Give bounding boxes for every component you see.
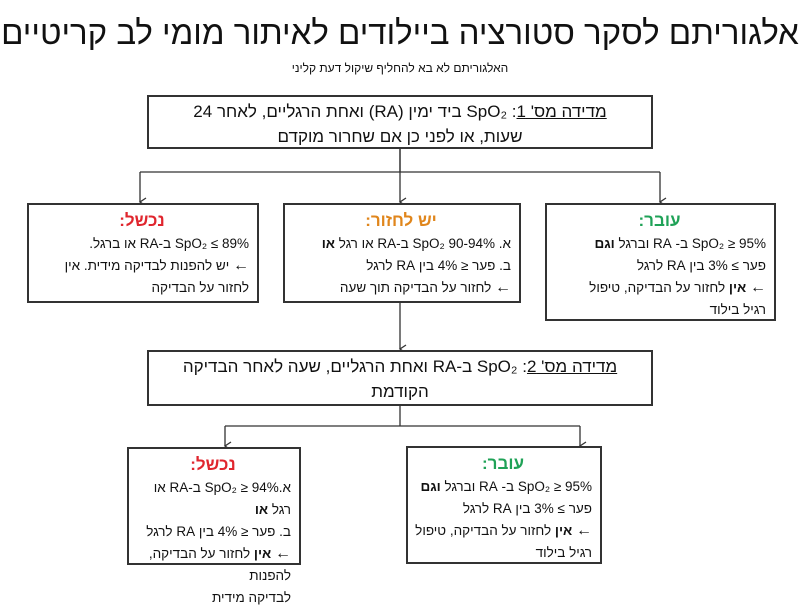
fail-2-criteria-b: ב. פער ≤ 4% בין RA לרגל: [146, 524, 291, 539]
pass-2-box: עובר: SpO₂ ≥ 95% ב- RA וברגל וגם פער ≥ 3…: [406, 446, 602, 564]
pass-2-heading: עובר:: [482, 454, 524, 473]
pass-1-action: לחזור על הבדיקה, טיפול: [589, 280, 729, 295]
fail-2-criteria-a: א.SpO₂ ≥ 94% ב-RA או רגל: [153, 480, 291, 517]
fail-2-action-2: לבדיקה מידית: [211, 590, 291, 605]
fail-2-heading: נכשל:: [190, 455, 236, 474]
pass-1-criteria: SpO₂ ≥ 95% ב- RA וברגל: [614, 236, 767, 251]
pass-2-action-2: רגיל בילוד: [535, 545, 592, 560]
fail-1-action-2: לחזור על הבדיקה: [151, 280, 250, 295]
measurement-1-text: : SpO₂ ביד ימין (RA) ואחת הרגליים, לאחר …: [193, 102, 517, 121]
measurement-2-box: מדידה מס' 2: SpO₂ ב-RA ואחת הרגליים, שעה…: [147, 350, 653, 406]
fail-2-box: נכשל: א.SpO₂ ≥ 94% ב-RA או רגל או ב. פער…: [127, 447, 301, 605]
repeat-1-criteria-a: א. SpO₂ 90-94% ב-RA או רגל: [335, 236, 511, 251]
pass-1-box: עובר: SpO₂ ≥ 95% ב- RA וברגל וגם פער ≥ 3…: [545, 203, 776, 321]
pass-2-and: וגם: [420, 479, 441, 494]
repeat-1-or: או: [321, 236, 335, 251]
measurement-2-label: מדידה מס' 2: [526, 357, 618, 376]
fail-2-action: לחזור על הבדיקה, להפנות: [148, 546, 291, 583]
pass-2-no: אין: [554, 523, 573, 538]
arrow-left-icon: ←: [576, 522, 592, 539]
measurement-1-box: מדידה מס' 1: SpO₂ ביד ימין (RA) ואחת הרג…: [147, 95, 653, 149]
fail-2-or: או: [254, 502, 269, 517]
repeat-1-heading: יש לחזור:: [365, 211, 437, 230]
measurement-2-text-2: הקודמת: [371, 382, 429, 401]
arrow-left-icon: ←: [233, 257, 249, 274]
measurement-1-label: מדידה מס' 1: [516, 102, 607, 121]
repeat-1-criteria-b: ב. פער ≤ 4% בין RA לרגל: [366, 258, 511, 273]
repeat-1-box: יש לחזור: א. SpO₂ 90-94% ב-RA או רגל או …: [283, 203, 521, 303]
pass-1-heading: עובר:: [638, 211, 681, 230]
measurement-2-text: : SpO₂ ב-RA ואחת הרגליים, שעה לאחר הבדיק…: [182, 357, 527, 376]
fail-1-action: יש להפנות לבדיקה מידית. אין: [64, 258, 233, 273]
fail-2-no: אין: [253, 546, 272, 561]
pass-1-criteria-2: פער ≥ 3% בין RA לרגל: [636, 258, 766, 273]
arrow-left-icon: ←: [750, 279, 766, 296]
pass-1-no: אין: [728, 280, 747, 295]
pass-1-and: וגם: [594, 236, 615, 251]
fail-1-box: נכשל: SpO₂ ≤ 89% ב-RA או ברגל. ← יש להפנ…: [27, 203, 259, 303]
fail-1-heading: נכשל:: [119, 211, 165, 230]
pass-1-action-2: רגיל בילוד: [709, 302, 766, 317]
pass-2-criteria: SpO₂ ≥ 95% ב- RA וברגל: [440, 479, 593, 494]
measurement-1-text-2: שעות, או לפני כן אם שחרור מוקדם: [277, 127, 523, 146]
arrow-left-icon: ←: [275, 545, 291, 562]
pass-2-criteria-2: פער ≥ 3% בין RA לרגל: [462, 501, 592, 516]
arrow-left-icon: ←: [495, 279, 511, 296]
diagram-subtitle: האלגוריתם לא בא להחליף שיקול דעת קליני: [291, 61, 509, 75]
fail-1-criteria: SpO₂ ≤ 89% ב-RA או ברגל.: [89, 236, 249, 251]
repeat-1-action: לחזור על הבדיקה תוך שעה: [339, 280, 495, 295]
diagram-title: אלגוריתם לסקר סטורציה ביילודים לאיתור מו…: [1, 14, 799, 51]
pass-2-action: לחזור על הבדיקה, טיפול: [415, 523, 555, 538]
